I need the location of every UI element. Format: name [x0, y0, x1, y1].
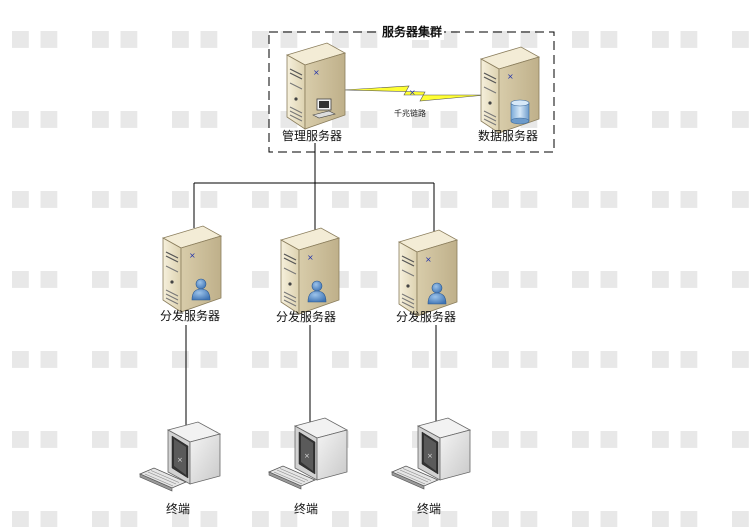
terminal-label: 终端: [166, 502, 191, 516]
watermark-mark: ■ ■: [10, 346, 59, 371]
watermark-mark: ■ ■: [650, 506, 699, 527]
watermark-mark: ■ ■: [490, 346, 539, 371]
watermark-mark: ■ ■: [10, 26, 59, 51]
watermark-mark: ■ ■: [90, 506, 139, 527]
distribution-server-icon: [398, 229, 458, 317]
watermark-mark: ■ ■: [410, 106, 459, 131]
watermark-mark: ■ ■: [90, 426, 139, 451]
watermark-mark: ■ ■: [90, 26, 139, 51]
watermark-mark: ■ ■: [170, 106, 219, 131]
watermark-mark: ■ ■: [250, 506, 299, 527]
distribution-server-label: 分发服务器: [396, 310, 457, 324]
watermark-mark: ■ ■: [170, 26, 219, 51]
terminal-label: 终端: [417, 502, 442, 516]
watermark-mark: ■ ■: [250, 426, 299, 451]
watermark-mark: ■ ■: [10, 426, 59, 451]
distribution-server-label: 分发服务器: [276, 310, 337, 324]
watermark-mark: ■ ■: [410, 346, 459, 371]
watermark-mark: ■ ■: [490, 506, 539, 527]
watermark-mark: ■ ■: [10, 106, 59, 131]
distribution-server-label: 分发服务器: [160, 309, 221, 323]
watermark-mark: ■ ■: [650, 346, 699, 371]
data-server-icon: [480, 46, 540, 134]
management-server-icon: [286, 42, 346, 130]
watermark-mark: ■ ■: [170, 506, 219, 527]
watermark-mark: ■ ■: [570, 186, 619, 211]
watermark-mark: ■ ■: [570, 26, 619, 51]
watermark-mark: ■ ■: [730, 26, 756, 51]
watermark-mark: ■ ■: [410, 506, 459, 527]
watermark-mark: ■ ■: [330, 186, 379, 211]
cluster-title: 服务器集群: [380, 23, 445, 40]
distribution-server-icon: [280, 227, 340, 315]
management-server-label: 管理服务器: [282, 129, 343, 143]
watermark-mark: ■ ■: [170, 186, 219, 211]
watermark-mark: ■ ■: [730, 426, 756, 451]
watermark-mark: ■ ■: [650, 266, 699, 291]
watermark-mark: ■ ■: [410, 186, 459, 211]
watermark-layer: ■ ■ ■ ■ ■ ■ ■ ■ ■ ■ ■ ■ ■ ■ ■ ■ ■ ■ ■ ■ ■ ■ ■ ■ ■ ■ ■…: [10, 26, 756, 527]
watermark-mark: ■ ■: [650, 26, 699, 51]
watermark-mark: ■ ■: [250, 26, 299, 51]
watermark-mark: ■ ■: [10, 186, 59, 211]
watermark-mark: ■ ■: [490, 26, 539, 51]
watermark-mark: ■ ■: [170, 346, 219, 371]
data-server-label: 数据服务器: [478, 129, 539, 143]
watermark-mark: ■ ■: [90, 266, 139, 291]
watermark-mark: ■ ■: [330, 26, 379, 51]
watermark-mark: ■ ■: [490, 426, 539, 451]
watermark-mark: ■ ■: [490, 266, 539, 291]
terminal-icon: [391, 417, 471, 490]
watermark-mark: ■ ■: [250, 346, 299, 371]
gigabit-link-label: 千兆链路: [394, 109, 426, 118]
watermark-mark: ■ ■: [570, 106, 619, 131]
watermark-mark: ■ ■: [730, 506, 756, 527]
watermark-mark: ■ ■: [90, 106, 139, 131]
watermark-mark: ■ ■: [730, 106, 756, 131]
watermark-mark: ■ ■: [570, 426, 619, 451]
watermark-mark: ■ ■: [730, 346, 756, 371]
watermark-mark: ■ ■: [10, 266, 59, 291]
watermark-mark: ■ ■: [250, 186, 299, 211]
watermark-mark: ■ ■: [570, 346, 619, 371]
watermark-mark: ■ ■: [330, 346, 379, 371]
terminal-icon: [139, 421, 221, 492]
watermark-mark: ■ ■: [570, 266, 619, 291]
watermark-mark: ■ ■: [650, 106, 699, 131]
terminal-label: 终端: [294, 502, 319, 516]
watermark-mark: ■ ■: [490, 186, 539, 211]
watermark-mark: ■ ■: [10, 506, 59, 527]
watermark-mark: ■ ■: [650, 426, 699, 451]
watermark-mark: ■ ■: [330, 506, 379, 527]
watermark-mark: ■ ■: [90, 346, 139, 371]
distribution-server-icon: [162, 225, 222, 313]
watermark-mark: ■ ■: [730, 186, 756, 211]
watermark-mark: ■ ■: [570, 506, 619, 527]
watermark-mark: ■ ■: [730, 266, 756, 291]
watermark-mark: ■ ■: [90, 186, 139, 211]
connection-lines: [185, 143, 437, 434]
watermark-mark: ■ ■: [650, 186, 699, 211]
svg-text:×: ×: [409, 88, 416, 97]
